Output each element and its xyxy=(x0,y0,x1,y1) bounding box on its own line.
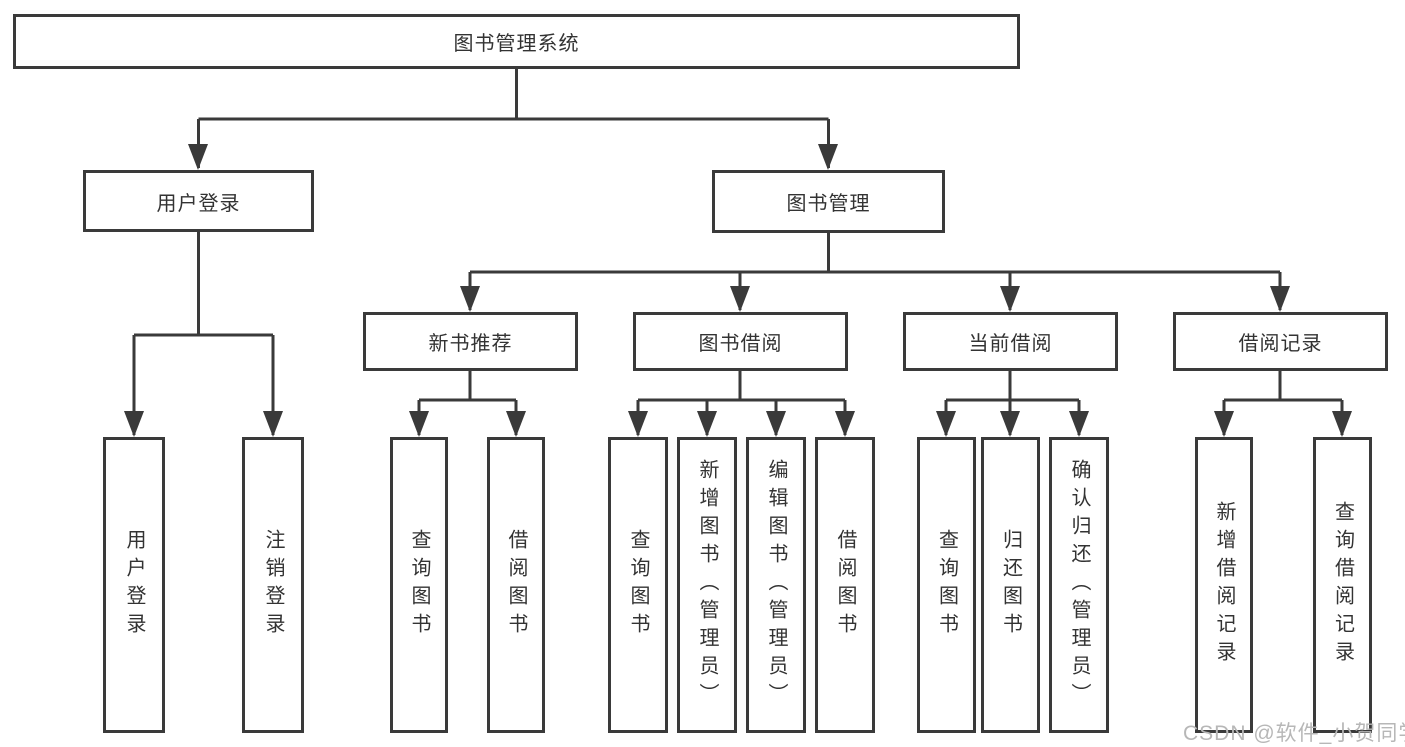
node-label: 用户登录 xyxy=(123,529,145,641)
node-label: 当前借阅 xyxy=(968,333,1053,355)
node-label: 查询借阅记录 xyxy=(1331,501,1354,669)
watermark: CSDN @软件_小贺同学 xyxy=(1183,722,1405,745)
node-label: 新书推荐 xyxy=(428,333,513,355)
node-new-book-recommend: 新书推荐 xyxy=(363,312,578,371)
node-query-books-recommend: 查询图书 xyxy=(390,437,448,733)
node-book-management: 图书管理 xyxy=(712,170,945,233)
node-query-books-current: 查询图书 xyxy=(917,437,976,733)
node-label: 借阅记录 xyxy=(1238,333,1323,355)
node-label: 借阅图书 xyxy=(505,529,527,641)
node-label: 图书管理 xyxy=(786,193,871,215)
node-book-borrow: 图书借阅 xyxy=(633,312,848,371)
node-add-borrow-record: 新增借阅记录 xyxy=(1195,437,1253,733)
node-label: 用户登录 xyxy=(156,192,241,215)
node-label: 查询图书 xyxy=(935,529,958,641)
node-label: 确认归还（管理员） xyxy=(1068,459,1090,711)
node-add-book-admin: 新增图书（管理员） xyxy=(677,437,737,733)
node-label: 图书管理系统 xyxy=(453,33,580,55)
node-label: 新增借阅记录 xyxy=(1213,501,1235,669)
node-logout: 注销登录 xyxy=(242,437,304,733)
node-borrow-records: 借阅记录 xyxy=(1173,312,1388,371)
node-user-login-leaf: 用户登录 xyxy=(103,437,165,733)
node-label: 借阅图书 xyxy=(834,529,856,641)
node-borrow-books-leaf: 借阅图书 xyxy=(815,437,875,733)
node-label: 注销登录 xyxy=(262,529,284,641)
node-label: 归还图书 xyxy=(999,529,1022,641)
node-confirm-return-admin: 确认归还（管理员） xyxy=(1049,437,1109,733)
node-user-login: 用户登录 xyxy=(83,170,314,232)
node-label: 编辑图书（管理员） xyxy=(765,459,787,711)
node-label: 图书借阅 xyxy=(698,333,783,355)
node-label: 查询图书 xyxy=(627,529,649,641)
node-query-books-borrow: 查询图书 xyxy=(608,437,668,733)
node-return-books: 归还图书 xyxy=(981,437,1040,733)
node-edit-book-admin: 编辑图书（管理员） xyxy=(746,437,806,733)
node-current-borrow: 当前借阅 xyxy=(903,312,1118,371)
node-label: 查询图书 xyxy=(408,529,430,641)
node-label: 新增图书（管理员） xyxy=(696,459,718,711)
node-query-borrow-record: 查询借阅记录 xyxy=(1313,437,1372,733)
node-borrow-books-recommend: 借阅图书 xyxy=(487,437,545,733)
arrowheads xyxy=(124,144,1352,437)
node-system-root: 图书管理系统 xyxy=(13,14,1020,69)
